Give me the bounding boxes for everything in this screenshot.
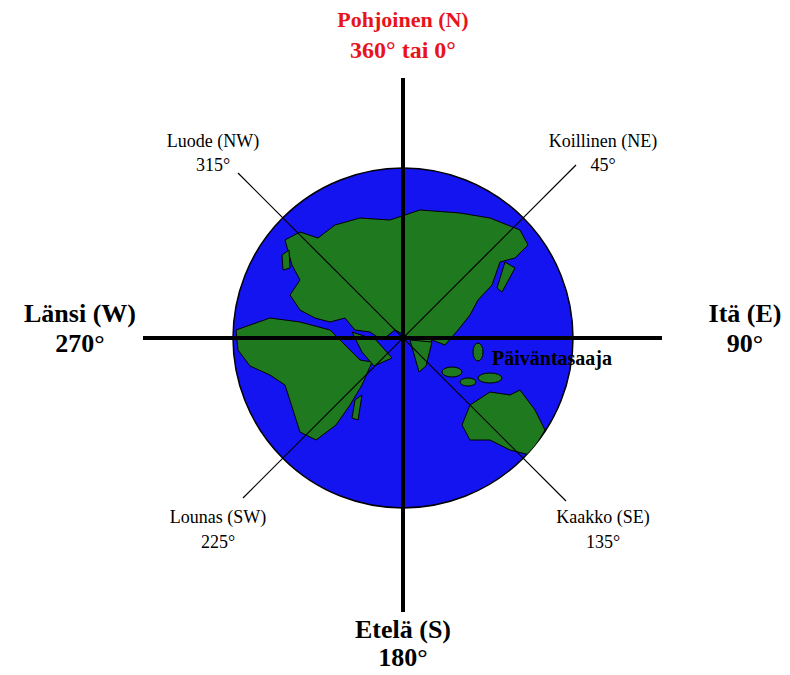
direction-name: Itä (E) — [709, 300, 782, 329]
madagascar — [352, 395, 362, 420]
new-zealand — [556, 440, 566, 465]
island — [473, 343, 483, 361]
bearing-degrees: 225° — [201, 533, 235, 553]
bearing-degrees: 180° — [378, 644, 427, 673]
equator-label: Päiväntasaaja — [492, 347, 612, 369]
diagonal-line — [243, 165, 576, 498]
direction-name: Kaakko (SE) — [556, 508, 649, 528]
bearing-degrees: 270° — [55, 330, 104, 359]
japan — [497, 262, 515, 292]
direction-name: Etelä (S) — [355, 616, 451, 645]
bearing-degrees: 135° — [586, 533, 620, 553]
island — [460, 378, 476, 386]
bearing-degrees: 315° — [196, 156, 230, 176]
direction-name: Länsi (W) — [24, 300, 136, 329]
britain — [282, 250, 290, 270]
north-south-axis — [401, 78, 405, 612]
direction-name: Koillinen (NE) — [549, 132, 657, 152]
australia — [462, 390, 545, 455]
east-west-axis — [143, 336, 662, 340]
island — [478, 373, 502, 383]
direction-name: Pohjoinen (N) — [337, 8, 468, 32]
direction-name: Luode (NW) — [167, 132, 259, 152]
island — [442, 367, 462, 377]
bearing-degrees: 45° — [590, 156, 615, 176]
bearing-degrees: 90° — [727, 330, 763, 359]
bearing-degrees: 360° tai 0° — [350, 37, 456, 63]
direction-name: Lounas (SW) — [170, 508, 266, 528]
